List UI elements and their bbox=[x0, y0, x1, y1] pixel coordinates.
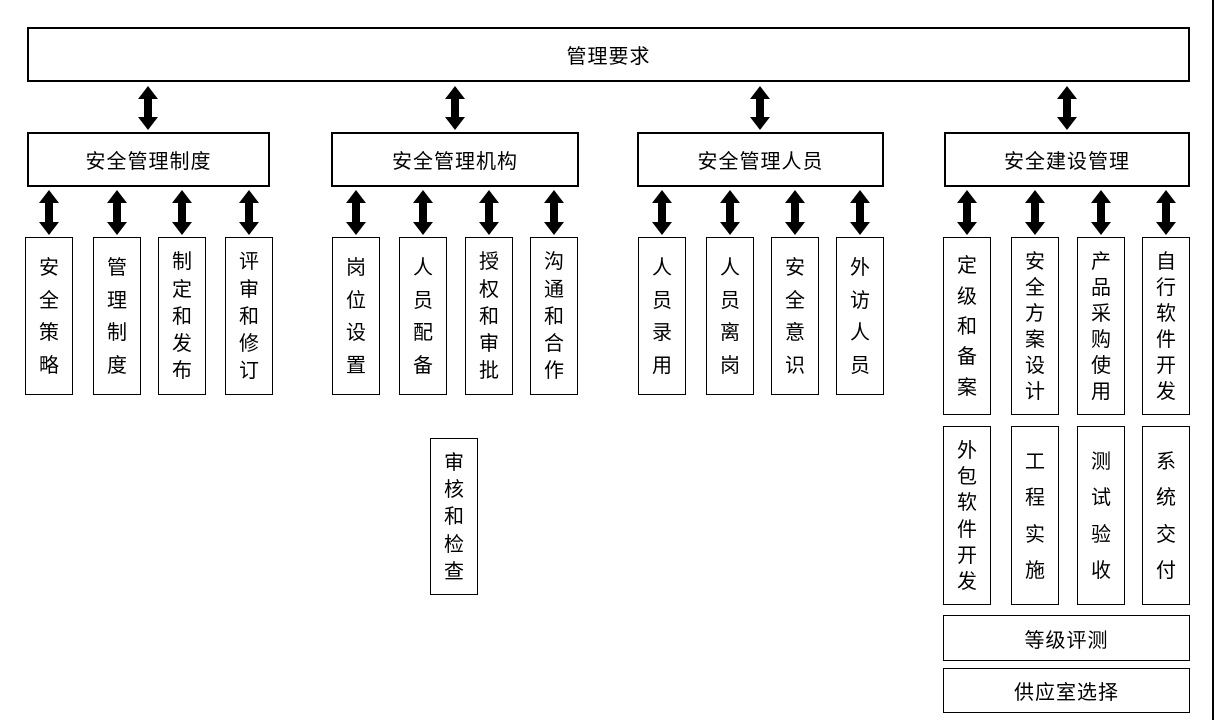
sub-label: 管理制度 bbox=[107, 254, 127, 378]
double-arrow-icon bbox=[1155, 190, 1177, 235]
sub-label: 外访人员 bbox=[850, 254, 870, 378]
group-label: 安全管理制度 bbox=[85, 149, 212, 173]
double-arrow-icon bbox=[1056, 86, 1078, 130]
sub-box: 人员录用 bbox=[638, 237, 686, 395]
sub-label: 安全意识 bbox=[785, 254, 805, 378]
double-arrow-icon bbox=[106, 190, 128, 235]
double-arrow-icon bbox=[171, 190, 193, 235]
bottom-box-2: 供应室选择 bbox=[943, 668, 1190, 713]
sub-box-extra: 审核和检查 bbox=[430, 438, 478, 595]
double-arrow-icon bbox=[345, 190, 367, 235]
sub-box: 岗位设置 bbox=[332, 237, 380, 395]
group-label: 安全管理人员 bbox=[697, 149, 824, 173]
sub-box: 外包软件开发 bbox=[943, 426, 991, 605]
root-label: 管理要求 bbox=[566, 44, 651, 68]
double-arrow-icon bbox=[38, 190, 60, 235]
double-arrow-icon bbox=[849, 190, 871, 235]
sub-box: 评审和修订 bbox=[225, 237, 273, 395]
sub-label: 授权和审批 bbox=[479, 249, 499, 383]
double-arrow-icon bbox=[956, 190, 978, 235]
bottom-box-1: 等级评测 bbox=[943, 615, 1190, 661]
root-box: 管理要求 bbox=[27, 27, 1190, 82]
bottom-label: 供应室选择 bbox=[1014, 680, 1119, 704]
sub-label: 安全方案设计 bbox=[1025, 249, 1045, 403]
sub-box: 测试验收 bbox=[1077, 426, 1125, 605]
sub-label: 人员离岗 bbox=[720, 254, 740, 378]
double-arrow-icon bbox=[749, 86, 771, 130]
double-arrow-icon bbox=[784, 190, 806, 235]
frame-right-edge bbox=[1212, 0, 1214, 720]
sub-box: 管理制度 bbox=[93, 237, 141, 395]
sub-label: 外包软件开发 bbox=[957, 438, 977, 593]
double-arrow-icon bbox=[719, 190, 741, 235]
sub-box: 自行软件开发 bbox=[1142, 237, 1190, 415]
sub-box: 制定和发布 bbox=[158, 237, 206, 395]
group-box-4: 安全建设管理 bbox=[944, 132, 1190, 187]
sub-box: 安全策略 bbox=[25, 237, 73, 395]
sub-box: 安全方案设计 bbox=[1011, 237, 1059, 415]
sub-label: 系统交付 bbox=[1156, 448, 1176, 583]
double-arrow-icon bbox=[238, 190, 260, 235]
double-arrow-icon bbox=[1090, 190, 1112, 235]
sub-label: 产品采购使用 bbox=[1091, 249, 1111, 403]
double-arrow-icon bbox=[651, 190, 673, 235]
sub-label: 安全策略 bbox=[39, 254, 59, 378]
sub-label: 评审和修订 bbox=[239, 249, 259, 383]
sub-box: 人员离岗 bbox=[706, 237, 754, 395]
sub-label: 自行软件开发 bbox=[1156, 249, 1176, 403]
sub-box: 授权和审批 bbox=[465, 237, 513, 395]
sub-label: 定级和备案 bbox=[957, 253, 977, 399]
sub-box: 沟通和合作 bbox=[530, 237, 578, 395]
sub-box: 定级和备案 bbox=[943, 237, 991, 415]
group-box-2: 安全管理机构 bbox=[331, 132, 579, 187]
sub-label: 测试验收 bbox=[1091, 448, 1111, 583]
group-box-3: 安全管理人员 bbox=[637, 132, 884, 187]
double-arrow-icon bbox=[137, 86, 159, 130]
sub-box: 安全意识 bbox=[771, 237, 819, 395]
sub-box: 产品采购使用 bbox=[1077, 237, 1125, 415]
double-arrow-icon bbox=[543, 190, 565, 235]
group-label: 安全建设管理 bbox=[1004, 149, 1130, 173]
group-box-1: 安全管理制度 bbox=[27, 132, 270, 187]
double-arrow-icon bbox=[444, 86, 466, 130]
sub-box: 工程实施 bbox=[1011, 426, 1059, 605]
sub-label: 制定和发布 bbox=[172, 249, 192, 383]
double-arrow-icon bbox=[412, 190, 434, 235]
double-arrow-icon bbox=[478, 190, 500, 235]
sub-box: 外访人员 bbox=[836, 237, 884, 395]
group-label: 安全管理机构 bbox=[392, 149, 518, 173]
double-arrow-icon bbox=[1024, 190, 1046, 235]
sub-label: 工程实施 bbox=[1025, 448, 1045, 583]
sub-label: 人员配备 bbox=[413, 254, 433, 378]
sub-label: 岗位设置 bbox=[346, 254, 366, 378]
sub-label: 审核和检查 bbox=[444, 450, 464, 583]
sub-label: 沟通和合作 bbox=[544, 249, 564, 383]
sub-box: 系统交付 bbox=[1142, 426, 1190, 605]
sub-label: 人员录用 bbox=[652, 254, 672, 378]
bottom-label: 等级评测 bbox=[1024, 627, 1109, 652]
sub-box: 人员配备 bbox=[399, 237, 447, 395]
